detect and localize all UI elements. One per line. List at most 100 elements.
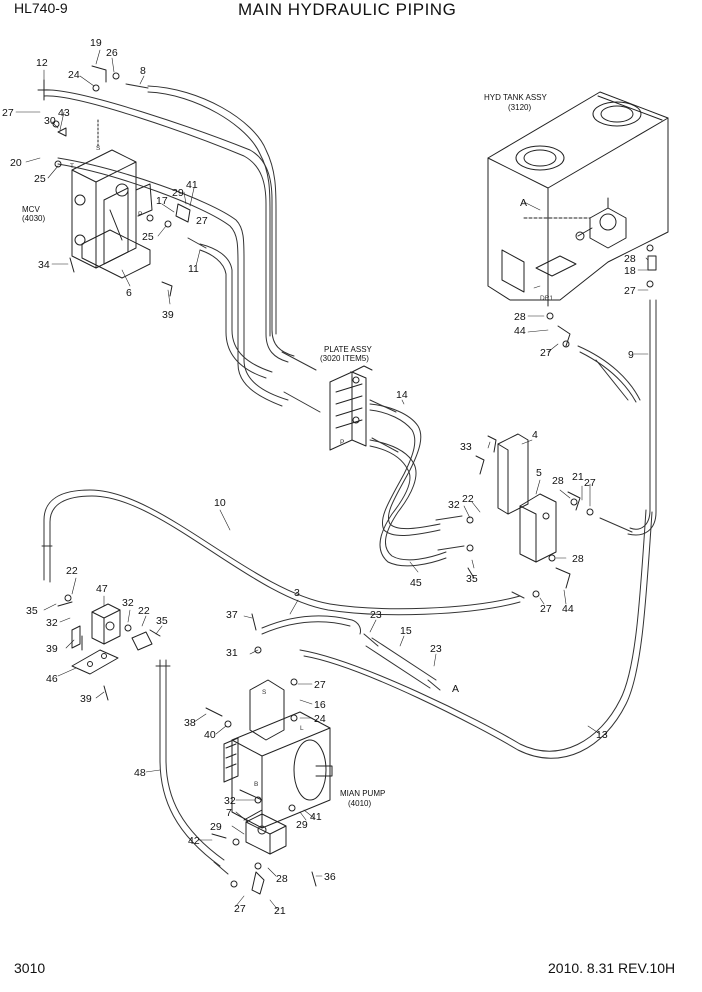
- mcv-port-s: S: [96, 145, 101, 152]
- part-label: 25: [142, 231, 154, 243]
- part-label: 35: [156, 615, 168, 627]
- part-label: 32: [122, 597, 134, 609]
- part-label: 11: [188, 263, 199, 275]
- hose-port-a: A: [452, 683, 459, 695]
- part-label: 44: [562, 603, 574, 615]
- part-label: 41: [186, 179, 198, 191]
- part-label: 10: [214, 497, 226, 509]
- revision-date: 2010. 8.31 REV.10H: [548, 960, 676, 976]
- mcv-valve: [71, 119, 153, 279]
- part-label: 45: [410, 577, 422, 589]
- part-label: 27: [234, 903, 246, 915]
- part-label: 21: [572, 471, 584, 483]
- part-label: 35: [26, 605, 38, 617]
- part-label: 32: [224, 795, 236, 807]
- part-label: 44: [514, 325, 526, 337]
- part-label: 12: [36, 57, 48, 69]
- part-label: 39: [46, 643, 58, 655]
- part-label: 37: [226, 609, 238, 621]
- part-label: 39: [162, 309, 174, 321]
- plate-assembly: [329, 365, 373, 451]
- part-label: 24: [68, 69, 80, 81]
- part-label: 22: [138, 605, 150, 617]
- part-label: 20: [10, 157, 22, 169]
- plate-ref: (3020 ITEM5): [320, 354, 369, 363]
- part-label: 27: [624, 285, 636, 297]
- part-label: 40: [204, 729, 216, 741]
- page-number: 3010: [14, 960, 46, 976]
- part-label: 32: [46, 617, 58, 629]
- pump-title: MIAN PUMP: [340, 789, 385, 798]
- main-pump: [223, 679, 333, 829]
- leader-lines: [15, 49, 649, 911]
- part-label: 26: [106, 47, 118, 59]
- page-title: MAIN HYDRAULIC PIPING: [238, 0, 457, 19]
- part-label: 21: [274, 905, 286, 917]
- pump-port-s: S: [262, 689, 267, 696]
- part-label: 38: [184, 717, 196, 729]
- part-label: 3: [294, 587, 300, 599]
- assembly-labels: HYD TANK ASSY (3120) MCV (4030) PLATE AS…: [22, 93, 548, 808]
- part-label: 8: [140, 65, 146, 77]
- part-label: 15: [400, 625, 412, 637]
- part-label: 25: [34, 173, 46, 185]
- pump-block: [245, 813, 287, 855]
- part-label: 6: [126, 287, 132, 299]
- pump-port-l: L: [300, 725, 304, 732]
- part-label: 27: [540, 347, 552, 359]
- part-label: 36: [324, 871, 336, 883]
- tank-port-dr1: DR1: [540, 295, 553, 302]
- part-label: 39: [80, 693, 92, 705]
- part-label: 29: [296, 819, 308, 831]
- part-label: 33: [460, 441, 472, 453]
- part-label: 29: [210, 821, 222, 833]
- part-label: 28: [514, 311, 526, 323]
- port-marks: A DR1 A S T P T P S B L: [70, 145, 553, 788]
- part-label: 27: [584, 477, 596, 489]
- part-label: 27: [2, 107, 14, 119]
- part-label: 23: [370, 609, 382, 621]
- part-label: 29: [172, 187, 184, 199]
- part-label: 28: [624, 253, 636, 265]
- part-label: 27: [540, 603, 552, 615]
- part-label: 30: [44, 115, 56, 127]
- part-label: 28: [572, 553, 584, 565]
- part-label: 22: [66, 565, 78, 577]
- part-label: 22: [462, 493, 474, 505]
- part-label: 28: [276, 873, 288, 885]
- part-numbers: 12 19 26 8 24 27 43 30 20 25 17 29 41 27…: [2, 37, 636, 917]
- tank-port-a: A: [520, 197, 527, 209]
- fittings: [37, 65, 657, 895]
- part-label: 35: [466, 573, 478, 585]
- part-label: 4: [532, 429, 538, 441]
- part-label: 27: [196, 215, 208, 227]
- part-label: 7: [226, 807, 232, 819]
- part-label: 18: [624, 265, 636, 277]
- pump-ref: (4010): [348, 799, 371, 808]
- hyd-tank-title: HYD TANK ASSY: [484, 93, 548, 102]
- plate-title: PLATE ASSY: [324, 345, 373, 354]
- mcv-port-t: T: [70, 163, 74, 170]
- part-label: 27: [314, 679, 326, 691]
- hoses: [41, 83, 657, 875]
- part-label: 13: [596, 729, 608, 741]
- part-label: 17: [156, 195, 168, 207]
- part-label: 42: [188, 835, 200, 847]
- part-label: 28: [552, 475, 564, 487]
- part-label: 43: [58, 107, 70, 119]
- hyd-tank-ref: (3120): [508, 103, 531, 112]
- part-label: 41: [310, 811, 322, 823]
- plate-port-p: P: [340, 439, 344, 446]
- part-label: 24: [314, 713, 326, 725]
- plate-port-t: T: [350, 371, 354, 378]
- mcv-title: MCV: [22, 205, 40, 214]
- part-label: 34: [38, 259, 50, 271]
- mcv-ref: (4030): [22, 214, 45, 223]
- valve-block-47: [71, 603, 121, 675]
- model-number: HL740-9: [14, 0, 68, 16]
- pump-port-b: B: [254, 781, 258, 788]
- mcv-port-p: P: [138, 211, 142, 218]
- part-label: 9: [628, 349, 634, 361]
- part-label: 31: [226, 647, 238, 659]
